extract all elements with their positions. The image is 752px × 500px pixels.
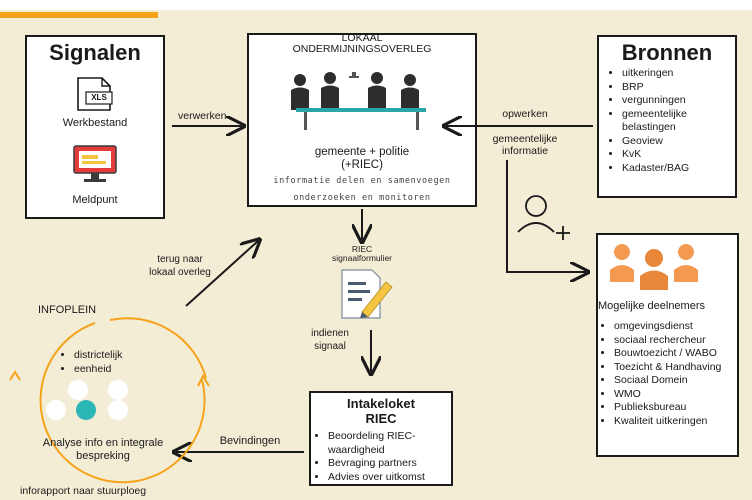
deelnemer-item: Toezicht & Handhaving: [614, 361, 738, 375]
deelnemer-item: omgevingsdienst: [614, 320, 738, 334]
terug-line1: terug naar: [157, 254, 203, 265]
infoplein-list: districtelijk eenheid: [60, 349, 180, 376]
bronnen-item: BRP: [622, 81, 734, 95]
lokaal-title-line1: LOKAAL: [341, 32, 383, 44]
bronnen-list: uitkeringen BRP vergunningen gemeentelij…: [608, 67, 734, 175]
parties-line1: gemeente + politie: [314, 146, 410, 158]
bronnen-item: uitkeringen: [622, 67, 734, 81]
bronnen-item: Kadaster/BAG: [622, 162, 734, 176]
deelnemer-item: Bouwtoezicht / WABO: [614, 347, 738, 361]
opwerken-line3: informatie: [501, 145, 549, 157]
opwerken-line2: gemeentelijke: [492, 133, 558, 145]
intake-item: Advies over uitkomst: [328, 471, 452, 485]
analyse-line2: bespreking: [76, 450, 130, 462]
deelnemer-item: Sociaal Domein: [614, 374, 738, 388]
infoplein-item: districtelijk: [74, 349, 180, 363]
accent-bar: [0, 12, 158, 18]
deelnemer-item: Kwaliteit uitkeringen: [614, 415, 738, 429]
intake-item: Bevraging partners: [328, 457, 452, 471]
intake-title-line1: Intakeloket: [347, 396, 415, 411]
analyse-line1: Analyse info en integrale: [42, 437, 164, 449]
parties-line2: (+RIEC): [341, 159, 383, 171]
action-investigate: onderzoeken en monitoren: [293, 193, 431, 203]
bronnen-item: gemeentelijke belastingen: [622, 108, 734, 135]
deelnemers-list: omgevingsdienst sociaal rechercheur Bouw…: [600, 320, 738, 428]
indienen-line1: indienen: [311, 328, 349, 339]
deelnemer-item: WMO: [614, 388, 738, 402]
werkbestand-label: Werkbestand: [62, 117, 128, 129]
intake-title-line2: RIEC: [365, 411, 397, 426]
action-share-info: informatie delen en samenvoegen: [273, 176, 451, 186]
inforapport-label: inforapport naar stuurploeg: [20, 485, 147, 497]
opwerken-line1: opwerken: [502, 108, 548, 120]
intake-item: Beoordeling RIEC-waardigheid: [328, 430, 452, 457]
meldpunt-label: Meldpunt: [72, 194, 118, 206]
terug-line2: lokaal overleg: [149, 267, 211, 278]
intakeloket-box: [309, 391, 453, 486]
bronnen-box: [597, 35, 737, 198]
deelnemer-item: sociaal rechercheur: [614, 334, 738, 348]
file-type-label: XLS: [91, 93, 107, 102]
bronnen-item: KvK: [622, 148, 734, 162]
deelnemers-title: Mogelijke deelnemers: [598, 300, 705, 312]
indienen-line2: signaal: [314, 341, 346, 352]
top-strip: [0, 0, 752, 6]
bevindingen-label: Bevindingen: [219, 435, 281, 447]
signalen-box: [25, 35, 165, 219]
bronnen-title: Bronnen: [621, 40, 713, 65]
intake-list: Beoordeling RIEC-waardigheid Bevraging p…: [314, 430, 452, 484]
bronnen-item: vergunningen: [622, 94, 734, 108]
lokaal-overleg-box: [247, 33, 477, 207]
verwerken-label: verwerken: [178, 110, 227, 122]
deelnemer-item: Publieksbureau: [614, 401, 738, 415]
lokaal-title-line2: ONDERMIJNINGSOVERLEG: [292, 43, 432, 55]
riec-label-line1: RIEC: [351, 244, 373, 254]
infoplein-title: INFOPLEIN: [38, 304, 97, 316]
signalen-title: Signalen: [49, 40, 141, 65]
infoplein-item: eenheid: [74, 363, 180, 377]
riec-label-line2: signaalformulier: [332, 253, 392, 263]
bronnen-item: Geoview: [622, 135, 734, 149]
